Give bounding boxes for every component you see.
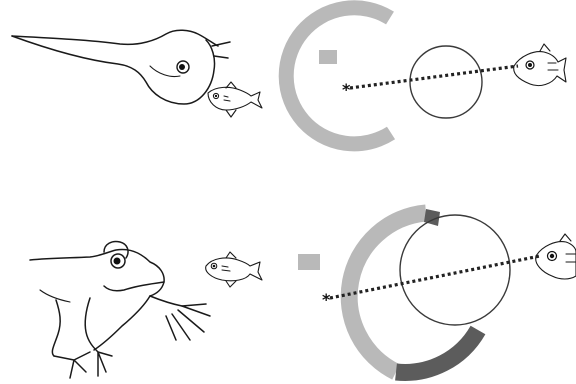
star-marker: * (342, 80, 351, 99)
tadpole-icon (12, 30, 230, 104)
field-stub (298, 254, 320, 270)
fish-icon (208, 82, 262, 117)
star-marker: * (322, 290, 331, 309)
field-stub (319, 50, 337, 64)
visual-field-diagram-bottom: * (298, 209, 576, 372)
target-circle (410, 46, 482, 118)
fish-icon (514, 44, 566, 86)
binocular-arc-bottom (396, 330, 478, 372)
frog-icon (30, 241, 210, 378)
field-arc (286, 8, 391, 144)
fish-icon (536, 234, 576, 279)
visual-field-diagram-top: * (286, 8, 566, 144)
fish-icon (206, 252, 262, 287)
target-circle (400, 215, 510, 325)
line-of-sight (350, 66, 518, 88)
